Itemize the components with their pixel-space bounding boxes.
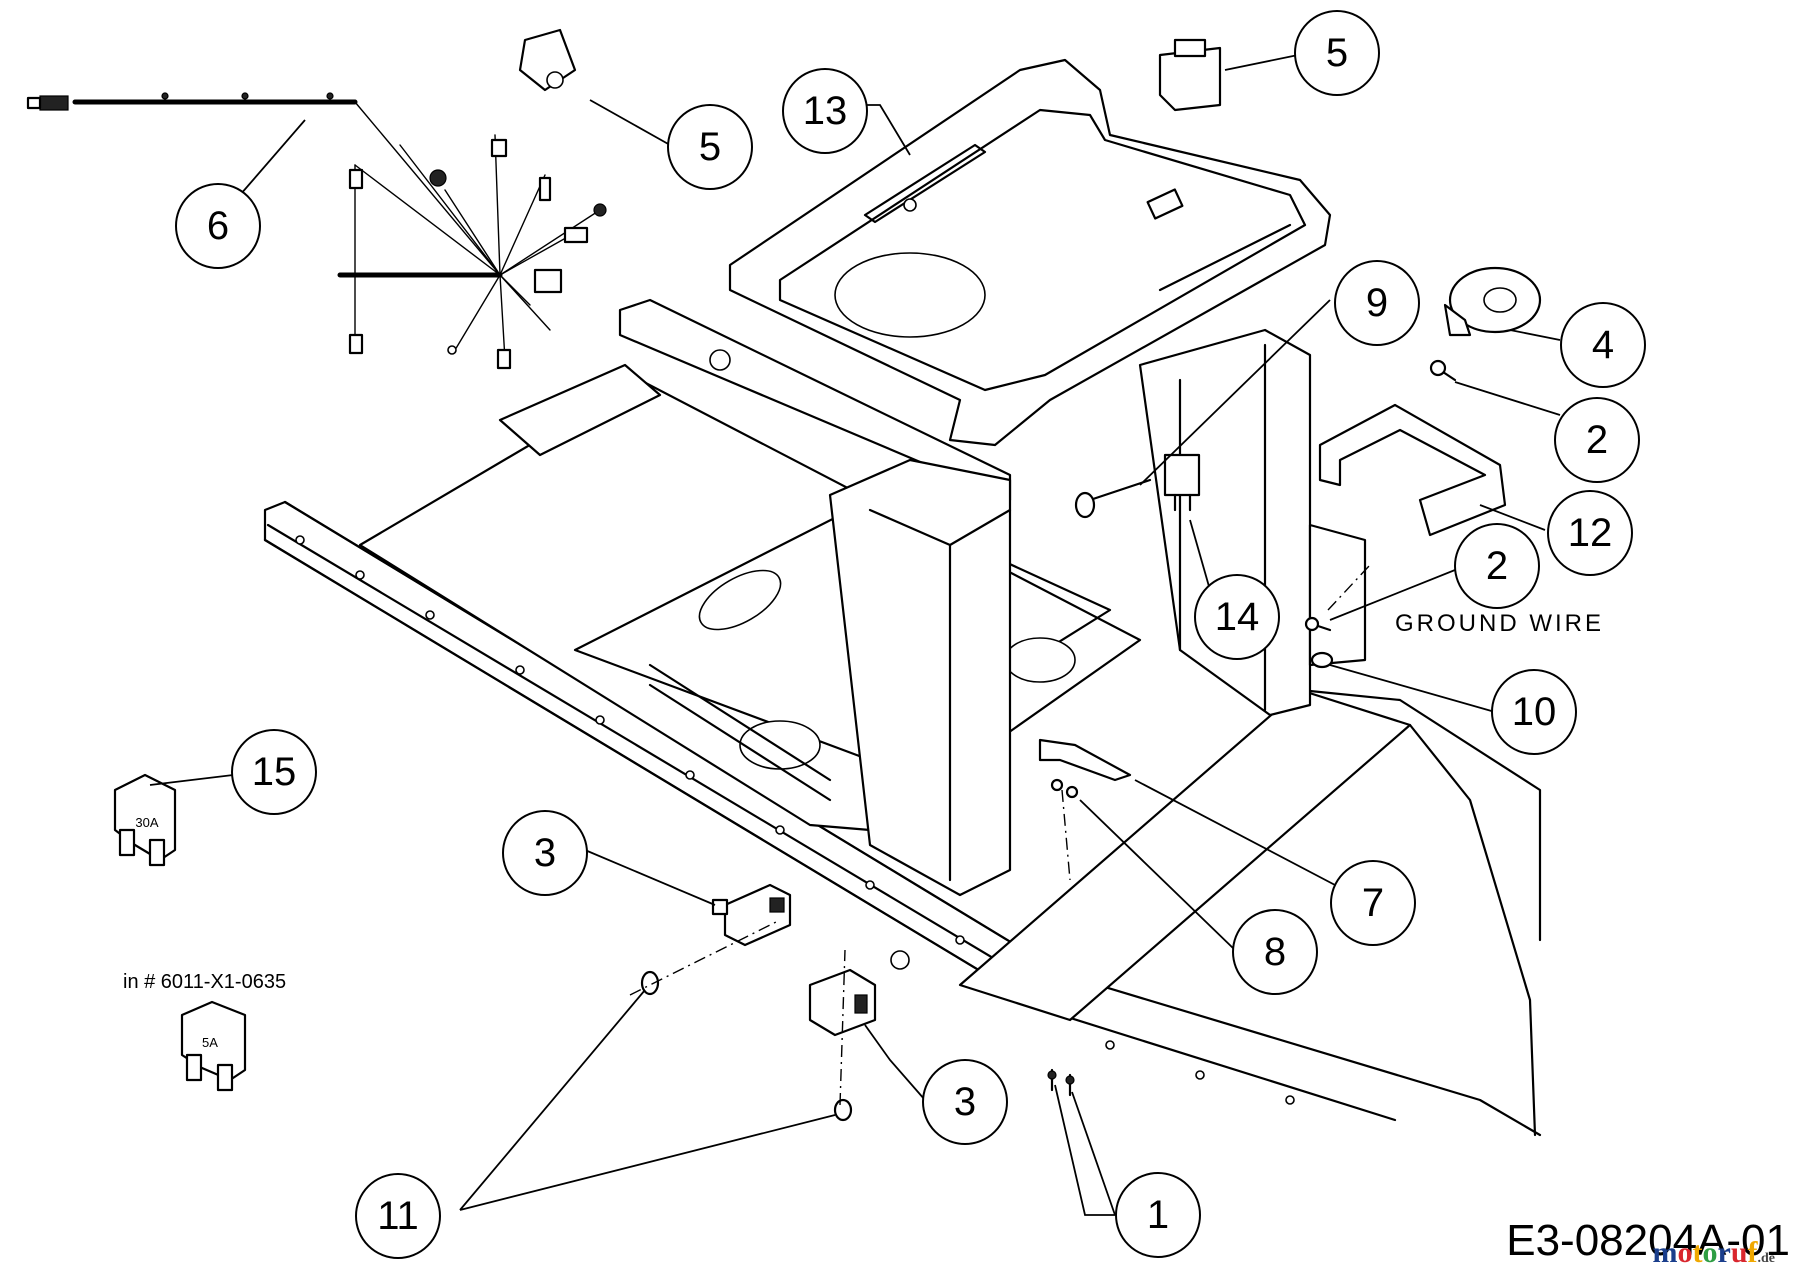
watermark-suffix: .de — [1758, 1251, 1776, 1266]
svg-text:4: 4 — [1592, 323, 1614, 367]
leader-lines — [149, 54, 1561, 1216]
svg-text:3: 3 — [954, 1080, 976, 1124]
callout-3a: 3 — [502, 810, 588, 896]
callout-1: 1 — [1115, 1172, 1201, 1258]
watermark-letter: r — [1717, 1236, 1730, 1269]
frame-assembly — [263, 298, 1542, 1137]
svg-text:1: 1 — [1147, 1193, 1169, 1237]
model-note: in # 6011-X1-0635 — [123, 971, 286, 993]
svg-text:11: 11 — [377, 1194, 419, 1238]
svg-text:8: 8 — [1264, 930, 1286, 974]
svg-text:9: 9 — [1366, 281, 1388, 325]
svg-text:2: 2 — [1586, 418, 1608, 462]
svg-text:12: 12 — [1568, 511, 1613, 555]
svg-text:5: 5 — [1326, 31, 1348, 75]
fuse-5a: 5A — [180, 1000, 247, 1092]
callout-5a: 5 — [667, 104, 753, 190]
svg-text:3: 3 — [534, 831, 556, 875]
ground-wire-label: GROUND WIRE — [1395, 610, 1604, 637]
rail-holes — [295, 349, 1295, 1105]
svg-text:10: 10 — [1512, 690, 1557, 734]
drawing-code: E3-08204A-01 — [1506, 1216, 1790, 1265]
watermark-letter: f — [1748, 1236, 1759, 1269]
callout-11: 11 — [355, 1173, 441, 1259]
callout-12: 12 — [1547, 490, 1633, 576]
wire-harness — [26, 92, 607, 370]
watermark: motoruf.de — [1652, 1236, 1775, 1269]
svg-text:5: 5 — [699, 125, 721, 169]
small-parts — [518, 28, 1542, 1122]
svg-text:7: 7 — [1362, 881, 1384, 925]
callout-13: 13 — [782, 68, 868, 154]
callout-5b: 5 — [1294, 10, 1380, 96]
callout-10: 10 — [1491, 669, 1577, 755]
seat-pan — [728, 58, 1332, 447]
callout-15: 15 — [231, 729, 317, 815]
svg-text:2: 2 — [1486, 544, 1508, 588]
callout-3b: 3 — [922, 1059, 1008, 1145]
fuse-30a-label: 30A — [135, 815, 158, 830]
callout-2b: 2 — [1454, 523, 1540, 609]
callout-2a: 2 — [1554, 397, 1640, 483]
watermark-letter: u — [1731, 1236, 1748, 1269]
fuse-5a-label: 5A — [202, 1035, 218, 1050]
svg-text:13: 13 — [803, 89, 848, 133]
callout-4: 4 — [1560, 302, 1646, 388]
callout-9: 9 — [1334, 260, 1420, 346]
callout-8: 8 — [1232, 909, 1318, 995]
watermark-text: motoruf — [1652, 1236, 1758, 1269]
watermark-letter: t — [1692, 1236, 1702, 1269]
callout-7: 7 — [1330, 860, 1416, 946]
svg-text:15: 15 — [252, 750, 297, 794]
callout-6: 6 — [175, 183, 261, 269]
svg-text:6: 6 — [207, 204, 229, 248]
watermark-letter: m — [1652, 1236, 1677, 1269]
fuse-30a: 30A — [113, 773, 177, 867]
watermark-letter: o — [1677, 1236, 1692, 1269]
callout-14: 14 — [1194, 574, 1280, 660]
svg-text:14: 14 — [1215, 595, 1260, 639]
watermark-letter: o — [1702, 1236, 1717, 1269]
